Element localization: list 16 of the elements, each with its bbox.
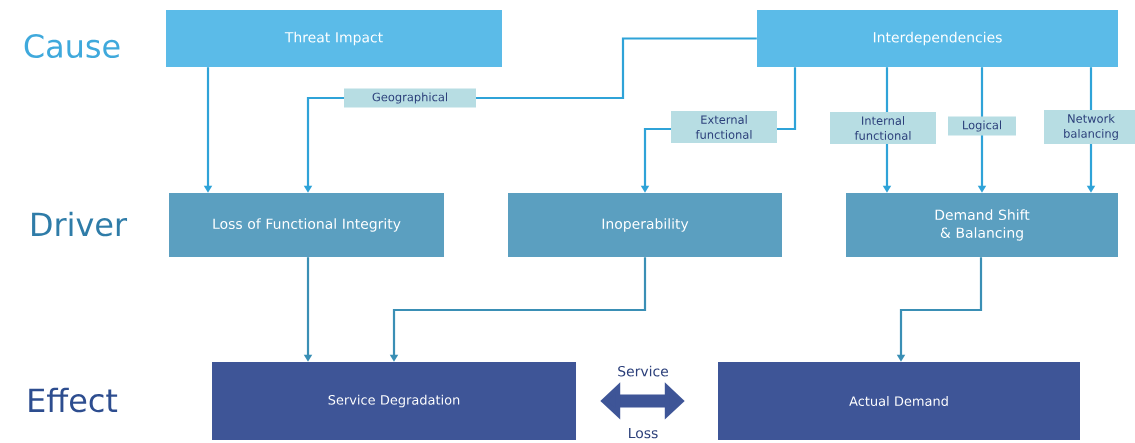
process-box: Threat Impact bbox=[166, 10, 502, 67]
process-box: Service Degradation bbox=[212, 362, 576, 440]
edge-label: Geographical bbox=[344, 88, 476, 108]
edge-label: Network balancing bbox=[1044, 110, 1135, 144]
row-label: Effect bbox=[29, 387, 118, 413]
edge-label: External functional bbox=[671, 111, 777, 143]
row-label: Cause bbox=[24, 33, 120, 59]
edge-label: Service Loss bbox=[618, 365, 669, 439]
edge-label: Logical bbox=[948, 116, 1016, 136]
process-box: Inoperability bbox=[508, 193, 782, 257]
process-box: Loss of Functional Integrity bbox=[169, 193, 444, 257]
edge-label: Internal functional bbox=[830, 112, 936, 144]
row-label: Driver bbox=[32, 211, 128, 237]
process-box: Demand Shift & Balancing bbox=[846, 193, 1118, 257]
process-box: Actual Demand bbox=[718, 362, 1080, 440]
process-box: Interdependencies bbox=[757, 10, 1118, 67]
